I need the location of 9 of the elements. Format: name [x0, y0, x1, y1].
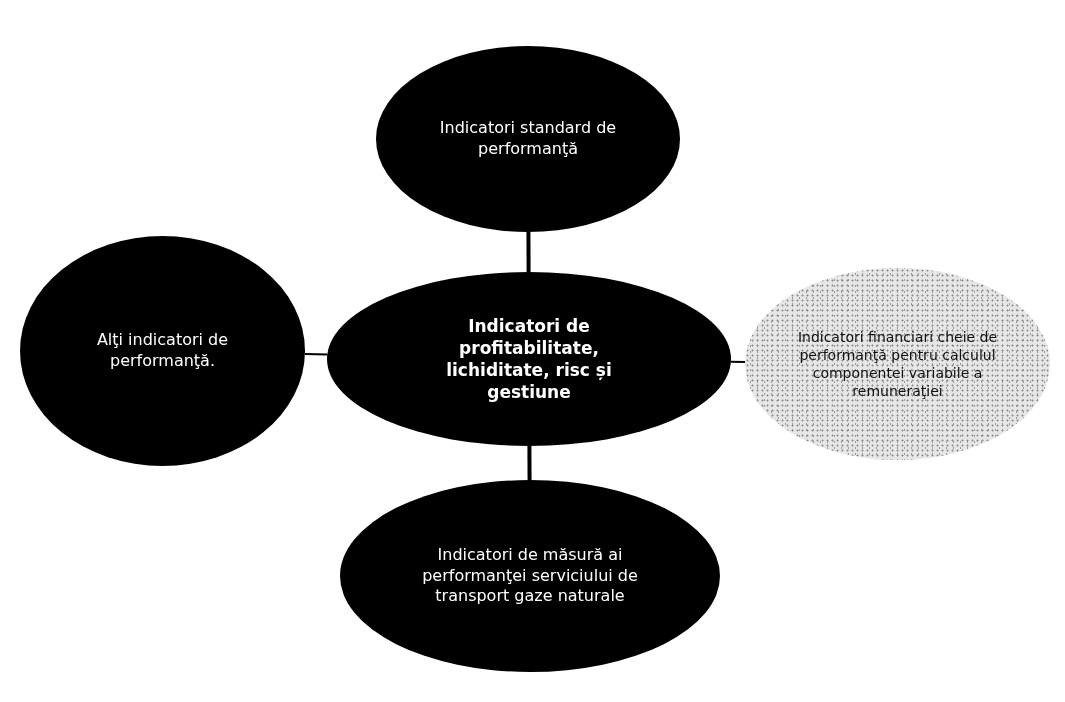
node-label: Alţi indicatori de performanţă.: [95, 330, 230, 372]
node-label: Indicatori de măsură ai performanţei serviciului de transport gaze naturale: [421, 544, 639, 608]
node-label: Indicatori financiari cheie de performanţă pentru calculul componentei variabile a remuneraţiei: [796, 327, 999, 401]
node-label: Indicatori de profitabilitate, lichiditate, risc și gestiune: [445, 314, 613, 404]
connector-line: [303, 353, 329, 356]
connector-line: [527, 446, 532, 480]
node-label: Indicatori standard de performanţă: [438, 118, 618, 160]
connector-line: [729, 360, 747, 363]
connector-line: [526, 232, 531, 272]
